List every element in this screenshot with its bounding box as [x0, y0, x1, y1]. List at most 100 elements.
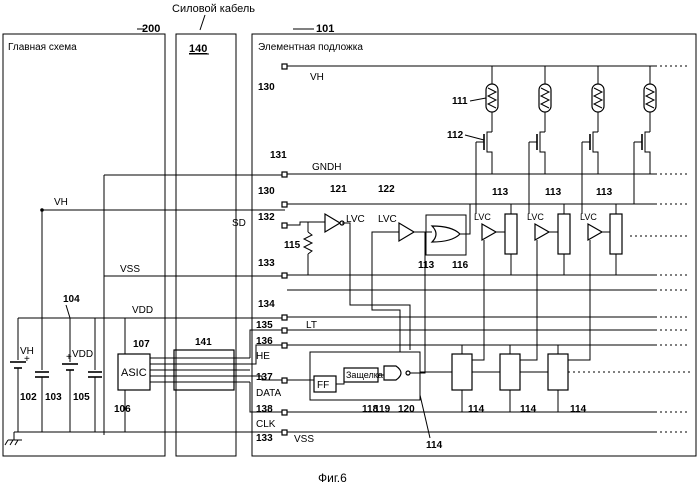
ref-114-2: 114 [520, 404, 537, 415]
ref-121: 121 [330, 184, 347, 195]
substrate-title: Элементная подложка [258, 42, 363, 53]
latch-label: Защелка [346, 370, 383, 380]
lvc-buffer-2 [535, 224, 549, 240]
buffer-121 [325, 214, 340, 232]
lvc-2-label: LVC [527, 212, 544, 222]
gate-120 [384, 366, 401, 380]
pad-138 [282, 410, 287, 415]
ref-115: 115 [284, 240, 301, 251]
sd-line [287, 222, 325, 225]
ff-label: FF [317, 380, 329, 391]
sub-data-label: DATA [256, 388, 282, 399]
ref-113-2: 113 [545, 187, 562, 198]
gate-120-dot [406, 371, 410, 375]
buffer-122 [399, 223, 414, 241]
r115-zigzag [304, 232, 312, 254]
pad-label-135: 135 [256, 320, 273, 331]
ground-hatch-1 [5, 440, 8, 445]
ref-107: 107 [133, 339, 150, 350]
level-box-113-3 [610, 214, 622, 254]
sr3-to-lvc [568, 240, 590, 360]
shift-reg-114-3 [548, 354, 568, 390]
pad-label-130b: 130 [258, 186, 275, 197]
pad-130b [282, 202, 287, 207]
ground-hatch-3 [15, 440, 18, 445]
ref-113-1: 113 [492, 187, 509, 198]
figure-caption: Фиг.6 [318, 471, 347, 485]
batt-vdd-plus: + [66, 352, 72, 363]
ref-103: 103 [45, 392, 62, 403]
ref-104: 104 [63, 294, 80, 305]
fet-col2-ch [540, 132, 545, 174]
pad-133b [282, 430, 287, 435]
sd-label: SD [232, 218, 246, 229]
main-vh-label: VH [54, 197, 68, 208]
element-substrate-block [252, 34, 696, 456]
lvc-buffer-1 [482, 224, 496, 240]
leader-112 [465, 135, 484, 140]
pad-136 [282, 343, 287, 348]
leader-111 [470, 98, 486, 101]
shift-reg-114-1 [452, 354, 472, 390]
pad-134 [282, 315, 287, 320]
main-vdd-label: VDD [132, 305, 153, 316]
ref-113-3: 113 [596, 187, 613, 198]
ref-120: 120 [398, 404, 415, 415]
batt-vh-plus: + [24, 354, 30, 365]
pad-135 [282, 328, 287, 333]
leader-104 [66, 305, 70, 318]
ref-116: 116 [452, 260, 469, 271]
pad-label-136: 136 [256, 336, 273, 347]
ref-102: 102 [20, 392, 37, 403]
level-box-113-1 [505, 214, 517, 254]
ref-114-main: 114 [426, 440, 443, 451]
b122-in-path [372, 232, 400, 352]
batt-vdd-label: VDD [72, 349, 93, 360]
pad-label-130a: 130 [258, 82, 275, 93]
fet-col1-ch [487, 132, 492, 174]
leader-cable [200, 15, 205, 30]
ref-105: 105 [73, 392, 90, 403]
sr2-to-lvc [520, 240, 537, 360]
lvc-3-label: LVC [580, 212, 597, 222]
ref-141: 141 [195, 337, 212, 348]
ref-106: 106 [114, 404, 131, 415]
asic-label: ASIC [121, 367, 147, 379]
ref-114-1: 114 [468, 404, 485, 415]
ref-114-3: 114 [570, 404, 587, 415]
ref-113-gate: 113 [418, 260, 435, 271]
pad-label-131: 131 [270, 150, 287, 161]
sub-clk-label: CLK [256, 419, 276, 430]
gate-116 [432, 226, 460, 242]
sub-lt-label: LT [306, 320, 317, 331]
pad-132 [282, 223, 287, 228]
sub-vh-label: VH [310, 72, 324, 83]
gate-out [460, 204, 470, 234]
power-cable-caption: Силовой кабель [172, 3, 255, 15]
pad-130a [282, 64, 287, 69]
shift-reg-114-2 [500, 354, 520, 390]
main-circuit-title: Главная схема [8, 42, 77, 53]
ref-111: 111 [452, 96, 468, 107]
power-cable-block [176, 34, 236, 456]
ref-119: 119 [374, 404, 391, 415]
ff-to-latch [336, 375, 344, 384]
pad-137 [282, 378, 287, 383]
pad-label-137: 137 [256, 372, 273, 383]
level-box-113-2 [558, 214, 570, 254]
lvc-buffer-3 [588, 224, 602, 240]
cable-ref: 140 [189, 43, 207, 55]
sub-gndh-label: GNDH [312, 162, 341, 173]
main-circuit-ref: 200 [142, 23, 160, 35]
pad-label-133a: 133 [258, 258, 275, 269]
pad-label-132: 132 [258, 212, 275, 223]
ref-122: 122 [378, 184, 395, 195]
pad-label-138: 138 [256, 404, 273, 415]
sub-he-label: HE [256, 351, 270, 362]
ground-hatch-2 [10, 440, 13, 445]
pad-label-134: 134 [258, 299, 275, 310]
sub-vss2-label: VSS [294, 434, 314, 445]
main-vss-label: VSS [120, 264, 140, 275]
lvc-122-label: LVC [378, 214, 397, 225]
